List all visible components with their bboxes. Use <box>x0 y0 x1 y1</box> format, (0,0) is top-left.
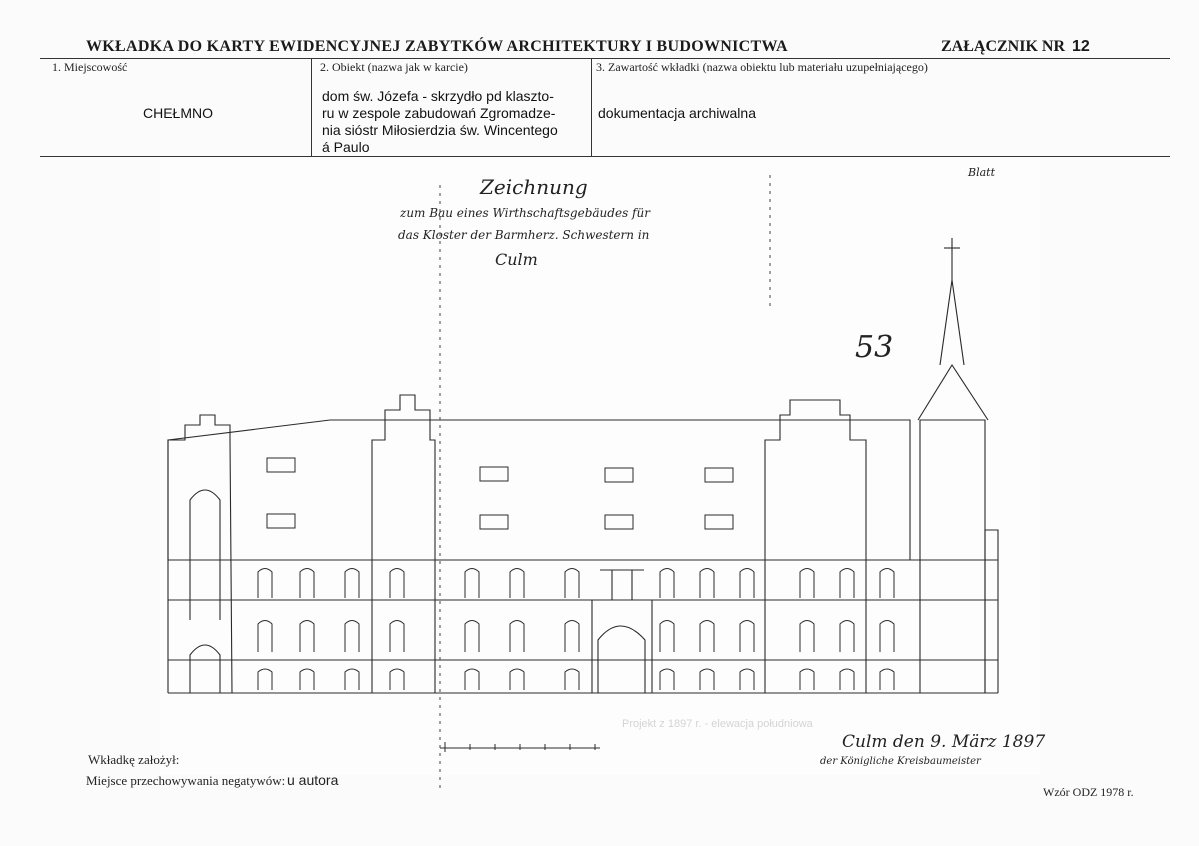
locality-label: 1. Miejscowość <box>52 60 128 74</box>
archive-number: 53 <box>855 330 894 365</box>
signature-line: der Königliche Kreisbaumeister <box>820 756 981 767</box>
made-by-label: Wkładkę założył: <box>88 752 180 767</box>
drawing-title: Zeichnung <box>480 175 588 199</box>
corner-mark: Blatt <box>968 166 996 179</box>
left-gable <box>167 414 233 694</box>
center-left-gable <box>371 394 436 693</box>
window-row-middle <box>257 620 895 652</box>
column-divider-1 <box>311 58 312 156</box>
column-divider-2 <box>591 58 592 156</box>
drawing-subtitle-1: zum Bau eines Wirthschaftsgebäudes für <box>400 206 650 220</box>
sheet-title: WKŁADKA DO KARTY EWIDENCYJNEJ ZABYTKÓW A… <box>86 38 788 55</box>
date-signature: Culm den 9. März 1897 <box>842 732 1046 752</box>
center-right-gable <box>764 399 867 693</box>
drawing-subtitle-3: Culm <box>495 250 538 269</box>
entrance-portal <box>597 625 646 693</box>
roof-outline <box>167 419 911 561</box>
object-value-line: á Paulo <box>322 139 370 155</box>
window-row-ground <box>257 668 895 690</box>
tower <box>919 419 986 693</box>
object-label: 2. Obiekt (nazwa jak w karcie) <box>320 60 468 74</box>
drawing-subtitle-2: das Kloster der Barmherz. Schwestern in <box>398 228 650 242</box>
object-value: dom św. Józefa - skrzydło pd klaszto- ru… <box>322 88 590 156</box>
content-value: dokumentacja archiwalna <box>598 105 756 121</box>
faint-caption: Projekt z 1897 r. - elewacja południowa <box>622 718 813 730</box>
storage-label: Miejsce przechowywania negatywów: <box>86 773 286 788</box>
window-row-upper <box>257 568 895 598</box>
object-value-line: ru w zespole zabudowań Zgromadze- <box>322 105 556 121</box>
table-bottom-rule <box>40 156 1170 157</box>
content-label: 3. Zawartość wkładki (nazwa obiektu lub … <box>596 60 928 74</box>
annex-number: 12 <box>1072 38 1090 55</box>
storage-value: u autora <box>287 772 339 788</box>
object-value-line: nia sióstr Miłosierdzia św. Wincentego <box>322 122 558 138</box>
scale-bar <box>440 742 600 752</box>
form-code: Wzór ODZ 1978 r. <box>1043 785 1134 799</box>
locality-value: CHEŁMNO <box>143 105 214 121</box>
object-value-line: dom św. Józefa - skrzydło pd klaszto- <box>322 88 554 104</box>
table-top-rule <box>40 58 1170 59</box>
annex-label: ZAŁĄCZNIK NR <box>941 38 1066 55</box>
